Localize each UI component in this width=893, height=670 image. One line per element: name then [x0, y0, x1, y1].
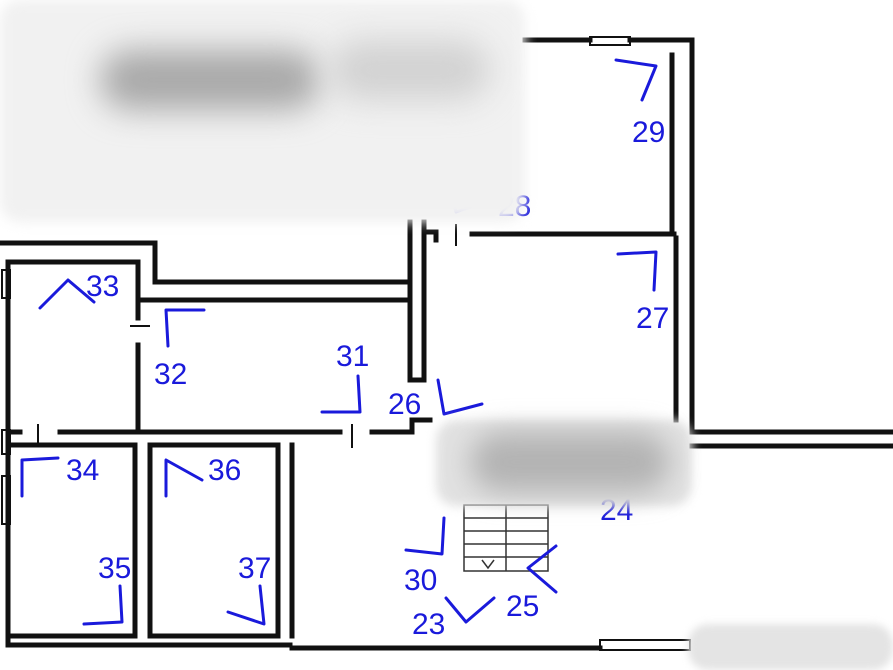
room-label-31: 31 [336, 340, 369, 373]
window-west-1 [1, 269, 11, 299]
marker-26 [436, 378, 484, 416]
wall-corridor-stub [421, 229, 439, 243]
room-label-23: 23 [412, 608, 445, 641]
walls [0, 36, 893, 651]
marker-25 [526, 544, 558, 594]
marker-35 [82, 584, 124, 626]
marker-30 [404, 516, 446, 556]
room-numbers: 29 28 27 33 32 31 26 34 36 35 37 30 23 2… [66, 116, 669, 641]
marker-37 [226, 584, 266, 626]
room-label-30: 30 [404, 564, 437, 597]
marker-36 [164, 458, 204, 498]
marker-31 [320, 374, 362, 414]
marker-34 [20, 456, 60, 498]
room-label-37: 37 [238, 552, 271, 585]
window-west-2 [1, 429, 11, 455]
marker-33 [38, 278, 96, 310]
window-west-3 [1, 475, 11, 525]
room-label-34: 34 [66, 454, 99, 487]
marker-27 [616, 250, 658, 292]
redaction-top-left-core [100, 50, 320, 110]
wall-west-top [0, 240, 413, 285]
room-label-36: 36 [208, 454, 241, 487]
marker-23 [444, 596, 496, 624]
marker-32 [164, 308, 206, 348]
wall-36-left [147, 442, 281, 639]
wall-33-top [5, 259, 413, 303]
room-label-33: 33 [86, 270, 119, 303]
window-south [599, 639, 691, 651]
redaction-top-left [0, 0, 525, 222]
redaction-center-core [470, 432, 670, 492]
wall-35-box [9, 442, 138, 639]
room-label-25: 25 [506, 590, 539, 623]
wall-north-east-2 [627, 37, 893, 435]
room-label-27: 27 [636, 302, 669, 335]
room-label-32: 32 [154, 358, 187, 391]
marker-29 [614, 58, 658, 102]
redaction-top-left-core-2 [330, 40, 490, 100]
wall-west-outer [5, 259, 293, 648]
window-north [589, 36, 631, 46]
wall-31-bottom [369, 417, 433, 435]
redaction-bottom-right [688, 624, 893, 670]
room-label-35: 35 [98, 552, 131, 585]
room-label-26: 26 [388, 388, 421, 421]
room-label-29: 29 [632, 116, 665, 149]
